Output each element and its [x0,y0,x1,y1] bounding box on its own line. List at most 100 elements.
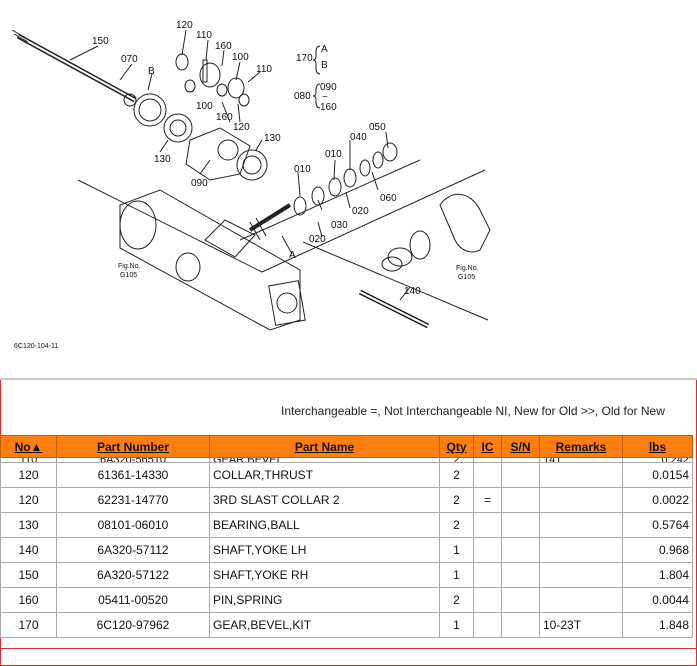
bottom-edge-line [0,648,697,649]
cell-no: 140 [0,537,57,563]
callout-040: 040 [350,132,367,143]
col-header-part-number[interactable]: Part Number [56,435,210,458]
cell-qty: 2 [439,487,474,513]
key-A: A [321,44,328,55]
table-row[interactable]: 130 08101-06010 BEARING,BALL 2 0.5764 [0,512,693,538]
cell-lbs: 1.848 [622,612,693,638]
cell-remarks [539,587,623,613]
cell-remarks [539,487,623,513]
cell-no: 120 [0,487,57,513]
cell-qty: 1 [439,612,474,638]
cell-sn [501,487,540,513]
cell-remarks [539,512,623,538]
fig-ref-right-b: G105 [458,274,475,281]
callout-110b: 110 [256,64,272,75]
callout-010a: 010 [294,164,311,175]
parts-table-container[interactable]: No▲ Part Number Part Name Qty IC S/N Rem… [0,435,697,666]
callout-140: 140 [404,286,421,297]
table-row[interactable]: 140 6A320-57112 SHAFT,YOKE LH 1 0.968 [0,537,693,563]
cell-remarks: 10-23T [539,612,623,638]
callout-130a: 130 [154,154,171,165]
exploded-parts-diagram: 150 070 B 120 110 160 100 110 100 160 12… [11,20,491,350]
key-170: 170 [296,53,313,64]
cell-remarks [539,562,623,588]
fig-ref-left-b: G105 [120,272,137,279]
cell-part-number: 62231-14770 [56,487,210,513]
cell-part-name: GEAR,BEVEL,KIT [209,612,440,638]
callout-100a: 100 [232,52,249,63]
key-160: 160 [320,102,337,113]
key-090: 090 [320,82,337,93]
cell-part-name: 3RD SLAST COLLAR 2 [209,487,440,513]
callout-120b: 120 [233,122,250,133]
cell-lbs: 0.968 [622,537,693,563]
cell-part-number: 61361-14330 [56,462,210,488]
ring-gear-shape [236,149,268,181]
cell-sn [501,562,540,588]
callout-A: A [289,250,296,261]
col-header-sn[interactable]: S/N [501,435,540,458]
table-row[interactable]: 120 62231-14770 3RD SLAST COLLAR 2 2 = 0… [0,487,693,513]
table-header-row: No▲ Part Number Part Name Qty IC S/N Rem… [0,435,693,458]
cell-part-name: PIN,SPRING [209,587,440,613]
cell-part-name: SHAFT,YOKE LH [209,537,440,563]
cell-ic [473,562,502,588]
cell-sn [501,537,540,563]
cell-lbs: 0.0154 [622,462,693,488]
cell-part-number: 6C120-97962 [56,612,210,638]
callout-020a: 020 [352,206,369,217]
table-row[interactable]: 170 6C120-97962 GEAR,BEVEL,KIT 1 10-23T … [0,612,693,638]
cell-qty: 2 [439,512,474,538]
cell-qty: 1 [439,537,474,563]
cell-ic [473,537,502,563]
cell-ic [473,462,502,488]
callout-110a: 110 [196,30,212,41]
key-B: B [321,60,328,71]
table-row[interactable]: 160 05411-00520 PIN,SPRING 2 0.0044 [0,587,693,613]
cell-part-number: 6A320-57122 [56,562,210,588]
cell-no: 170 [0,612,57,638]
cell-no: 120 [0,462,57,488]
diagram-code: 6C120-104-11 [14,343,58,350]
cell-ic [473,512,502,538]
cell-part-name: BEARING,BALL [209,512,440,538]
callout-150: 150 [92,36,109,47]
callout-160a: 160 [215,41,232,52]
table-row[interactable]: 150 6A320-57122 SHAFT,YOKE RH 1 1.804 [0,562,693,588]
cell-part-number: 6A320-57112 [56,537,210,563]
col-header-remarks[interactable]: Remarks [539,435,623,458]
diagram-drawing: 150 070 B 120 110 160 100 110 100 160 12… [11,20,491,350]
cell-lbs: 0.5764 [622,512,693,538]
cell-sn [501,612,540,638]
cell-part-name: SHAFT,YOKE RH [209,562,440,588]
callout-030: 030 [331,220,348,231]
col-header-lbs[interactable]: lbs [622,435,693,458]
section-divider [0,378,697,380]
cell-lbs: 0.0044 [622,587,693,613]
col-header-ic[interactable]: IC [473,435,502,458]
col-header-qty[interactable]: Qty [439,435,474,458]
cell-no: 130 [0,512,57,538]
cell-sn [501,587,540,613]
callout-100b: 100 [196,101,213,112]
callout-010b: 010 [325,149,342,160]
cell-part-number: 05411-00520 [56,587,210,613]
cell-remarks [539,462,623,488]
callout-B: B [148,66,155,77]
axle-housing-shape [119,189,301,331]
key-080: 080 [294,91,311,102]
table-row[interactable]: 120 61361-14330 COLLAR,THRUST 2 0.0154 [0,462,693,488]
cell-ic [473,587,502,613]
col-header-no[interactable]: No▲ [0,435,57,458]
fig-ref-left-a: Fig.No. [118,263,141,270]
gear-150-shape [133,93,167,127]
differential-case-shape [185,127,251,181]
cell-ic: = [473,487,502,513]
callout-070: 070 [121,54,138,65]
cell-qty: 2 [439,462,474,488]
cell-qty: 2 [439,587,474,613]
callout-020b: 020 [309,234,326,245]
key-tilde: ~ [322,92,328,103]
col-header-part-name[interactable]: Part Name [209,435,440,458]
cell-lbs: 1.804 [622,562,693,588]
